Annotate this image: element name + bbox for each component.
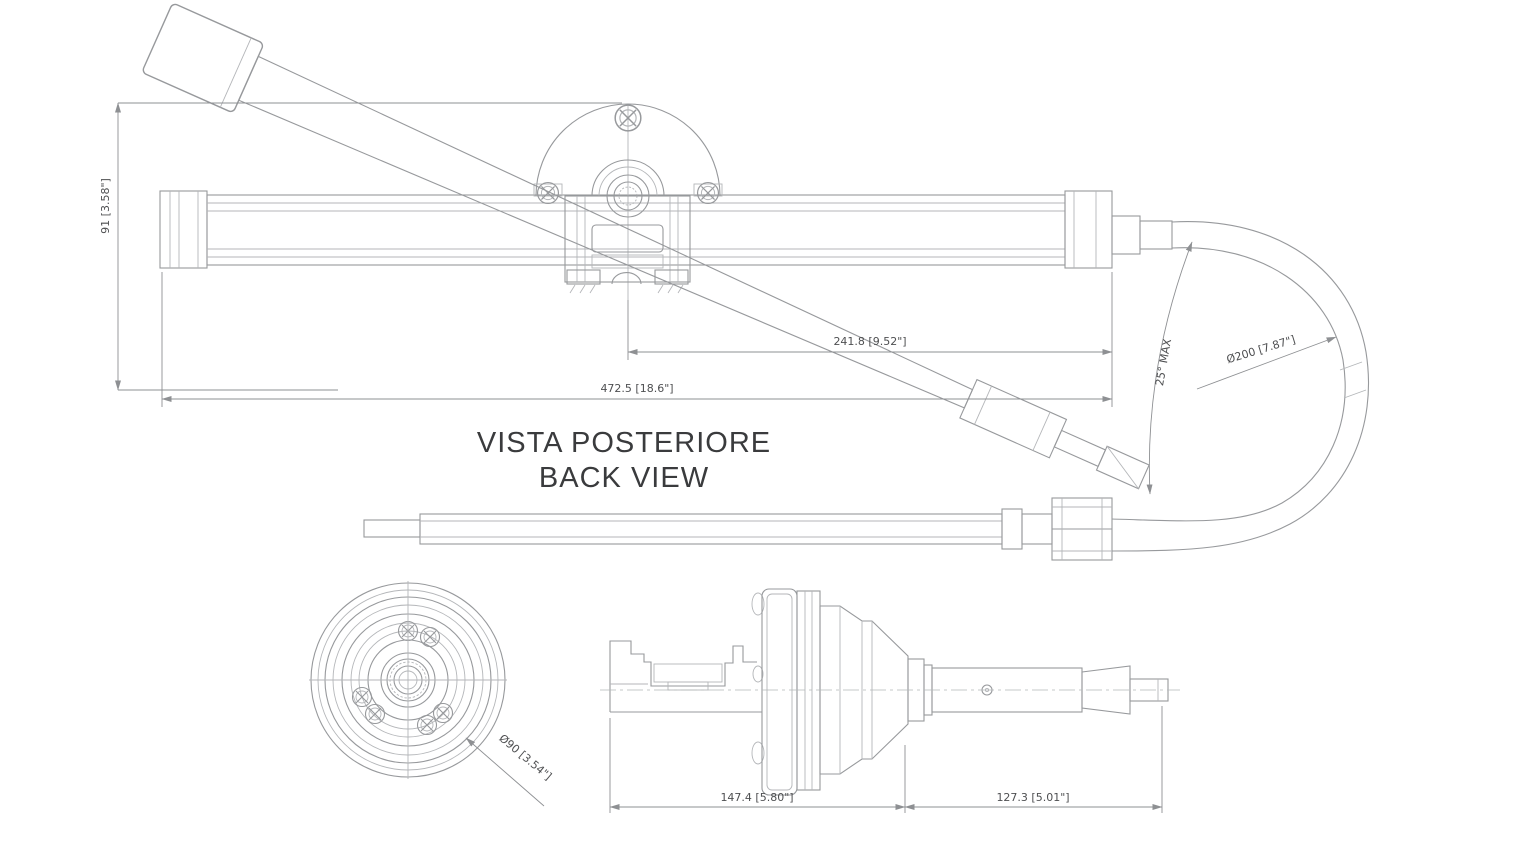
hose-fitting (1111, 215, 1141, 255)
cylinder-right-end-cap (1064, 190, 1113, 269)
mounting-flange (533, 103, 723, 300)
top-view: 91 [3.58"] 241.8 [9.52"] 472.5 [18.6"] 2… (99, 3, 1370, 552)
cylinder-body (206, 194, 1066, 266)
mount-boss (751, 592, 765, 616)
screw-icon (364, 703, 386, 725)
dim-height-label: 91 [3.58"] (99, 178, 112, 234)
mount-body (564, 195, 691, 294)
back-view-rod (363, 497, 1113, 561)
screw-icon (696, 181, 720, 205)
rod-collar (1021, 513, 1053, 545)
screw-icon (432, 702, 454, 724)
bend-diameter-label: Ø200 [7.87"] (1225, 333, 1297, 366)
flange-arch-outer (591, 159, 665, 197)
rod-tip (363, 519, 421, 538)
back-view-title-english: BACK VIEW (539, 462, 709, 494)
side-view: 147.4 [5.80"] 127.3 [5.01"] (600, 588, 1180, 813)
clamp-bar (653, 663, 723, 683)
diameter-leader (465, 737, 545, 807)
front-flange-view: Ø90 [3.54"] (309, 581, 554, 807)
dim-center-to-end-label: 241.8 [9.52"] (833, 335, 906, 348)
max-angle-label: 25° MAX (1153, 337, 1174, 387)
hose-break-mark (1343, 389, 1367, 399)
handle-tip (1095, 445, 1150, 490)
bend-radius-line (1196, 336, 1337, 390)
screw-icon (536, 181, 560, 205)
helm-housing (600, 588, 1180, 796)
handle-grip (142, 3, 264, 113)
max-angle-arc (1146, 241, 1193, 495)
handle-tube (238, 55, 974, 409)
hose-outer-wall (1111, 221, 1370, 552)
dim-body-length-label: 147.4 [5.80"] (720, 791, 793, 804)
hose-break-mark (1339, 361, 1363, 371)
back-view-title-italian: VISTA POSTERIORE (477, 427, 771, 459)
cylinder-left-end-cap (159, 190, 208, 269)
mount-boss (752, 665, 764, 683)
mount-boss (751, 741, 765, 765)
dim-overall-length-label: 472.5 [18.6"] (600, 382, 673, 395)
flange-semicircle (535, 103, 721, 197)
flange-arch-inner (598, 166, 658, 197)
hose-inner-wall (1111, 247, 1346, 522)
side-view-dimensions: 147.4 [5.80"] 127.3 [5.01"] (609, 706, 1163, 813)
back-view: VISTA POSTERIORE BACK VIEW (363, 427, 1113, 561)
rod-tube (419, 513, 1003, 545)
dim-shaft-length-label: 127.3 [5.01"] (996, 791, 1069, 804)
shaft-taper (1081, 665, 1131, 715)
screw-icon (351, 686, 373, 708)
handle-rod (1053, 429, 1107, 468)
hydraulic-hose (1111, 221, 1370, 552)
hose-fitting-nipple (1139, 220, 1173, 250)
handle-coupler (959, 378, 1068, 459)
screw-icon (419, 626, 441, 648)
mount-bracket (609, 640, 762, 713)
cylinder-assembly (159, 190, 1173, 269)
rod-collar (1001, 508, 1023, 550)
flange-diameter-label: Ø90 [3.54"] (496, 732, 554, 783)
screw-icon (416, 714, 438, 736)
bell-housing (819, 605, 909, 775)
